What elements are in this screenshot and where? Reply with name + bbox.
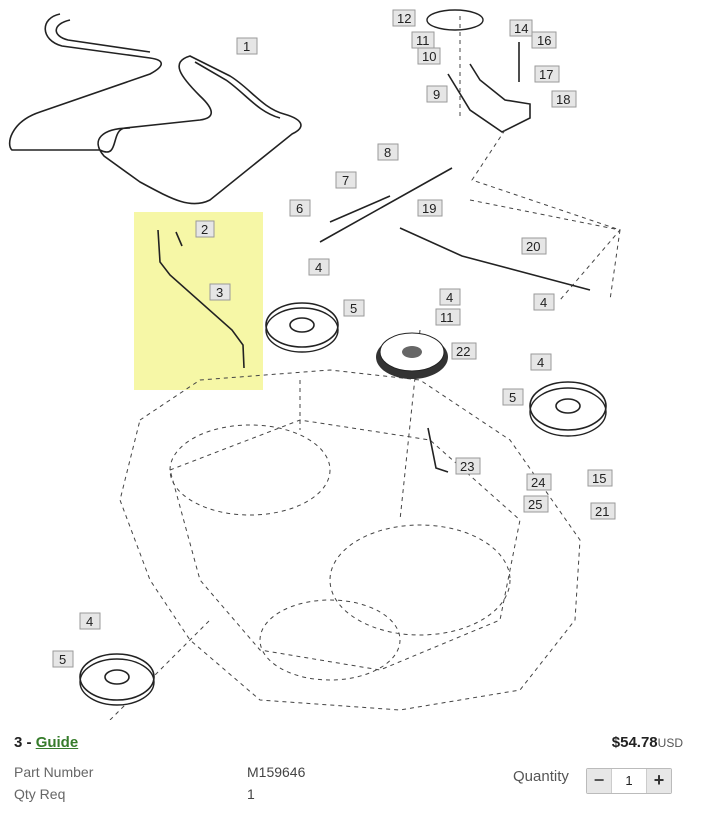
svg-text:6: 6 <box>296 201 303 216</box>
rod-20 <box>399 227 591 291</box>
handle-23 <box>427 427 449 473</box>
currency-label: USD <box>657 736 683 750</box>
svg-text:5: 5 <box>59 652 66 667</box>
svg-text:18: 18 <box>556 92 570 107</box>
svg-text:12: 12 <box>397 11 411 26</box>
svg-text:2: 2 <box>201 222 208 237</box>
title-separator: - <box>26 734 32 751</box>
svg-text:3: 3 <box>216 285 223 300</box>
part-detail-panel: 3 - Guide $54.78USD Part Number M159646 … <box>0 726 701 819</box>
svg-text:9: 9 <box>433 87 440 102</box>
guide-rod <box>157 229 245 369</box>
callout-labels: 1 12 14 16 11 10 17 18 9 8 7 19 6 2 20 4… <box>52 9 616 668</box>
parts-diagram: 1 12 14 16 11 10 17 18 9 8 7 19 6 2 20 4… <box>8 9 621 720</box>
quantity-input[interactable]: 1 <box>611 769 647 793</box>
svg-text:4: 4 <box>540 295 547 310</box>
svg-text:10: 10 <box>422 49 436 64</box>
svg-text:11: 11 <box>416 33 430 48</box>
svg-text:5: 5 <box>350 301 357 316</box>
svg-text:5: 5 <box>509 390 516 405</box>
plus-icon[interactable]: + <box>647 769 671 793</box>
part-callout-number: 3 <box>14 734 23 751</box>
svg-text:17: 17 <box>539 67 553 82</box>
price-display: $54.78USD <box>612 734 683 751</box>
part-number-value: M159646 <box>247 764 306 780</box>
svg-text:4: 4 <box>315 260 322 275</box>
svg-text:23: 23 <box>460 459 474 474</box>
svg-text:25: 25 <box>528 497 542 512</box>
svg-text:24: 24 <box>531 475 545 490</box>
svg-text:8: 8 <box>384 145 391 160</box>
idler-pulley-bottom <box>79 653 155 706</box>
qty-req-label: Qty Req <box>14 786 66 802</box>
belt-drawing <box>8 13 302 205</box>
drive-sheave <box>376 332 448 379</box>
spring-7 <box>329 195 391 223</box>
part-name-link[interactable]: Guide <box>35 734 79 751</box>
svg-text:1: 1 <box>243 39 250 54</box>
idler-pulley-top <box>265 302 339 353</box>
svg-text:16: 16 <box>537 33 551 48</box>
svg-text:20: 20 <box>526 239 540 254</box>
svg-text:7: 7 <box>342 173 349 188</box>
svg-text:21: 21 <box>595 504 609 519</box>
svg-text:15: 15 <box>592 471 606 486</box>
svg-text:4: 4 <box>86 614 93 629</box>
rod-19 <box>319 167 453 243</box>
part-number-label: Part Number <box>14 764 94 780</box>
svg-text:11: 11 <box>440 310 454 325</box>
svg-text:4: 4 <box>446 290 453 305</box>
bracket-9 <box>447 63 531 133</box>
svg-text:14: 14 <box>514 21 528 36</box>
svg-text:19: 19 <box>422 201 436 216</box>
quantity-label: Quantity <box>513 768 569 785</box>
price-value: $54.78 <box>611 734 658 751</box>
svg-text:4: 4 <box>537 355 544 370</box>
minus-icon[interactable]: − <box>587 769 611 793</box>
quantity-stepper: − 1 + <box>586 768 672 794</box>
mower-deck-outline <box>119 369 581 711</box>
qty-req-value: 1 <box>247 786 255 802</box>
svg-text:22: 22 <box>456 344 470 359</box>
part-title: 3 - Guide <box>14 734 78 751</box>
idler-pulley-right <box>529 381 607 437</box>
sheave-top <box>426 9 484 31</box>
